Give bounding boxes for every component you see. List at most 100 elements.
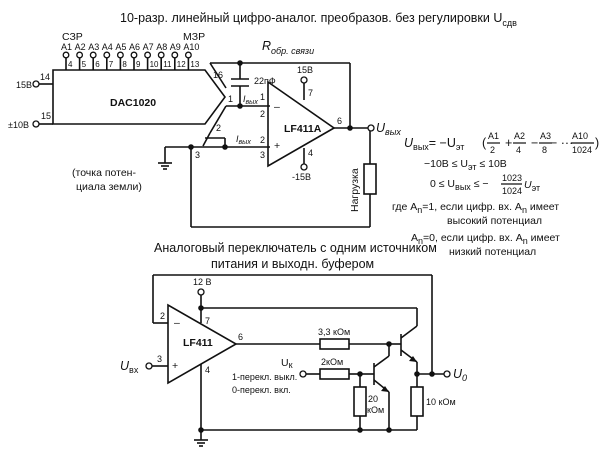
dac-chip: [52, 69, 226, 125]
ground-icon-2: [194, 439, 208, 447]
output-label-2: U0: [453, 367, 467, 383]
formula-ref-range: −10В ≤ Uэт ≤ 10В: [424, 158, 507, 172]
formula-denominator: 4: [516, 145, 521, 155]
dac-pin-number: 5: [82, 60, 87, 69]
vminus-label: -15В: [292, 172, 311, 182]
dac-pin-number: 11: [163, 60, 172, 69]
svg-text:1: 1: [260, 92, 265, 102]
svg-text:3: 3: [157, 354, 162, 364]
ground-icon: [158, 162, 172, 170]
output-label: Uвых: [376, 121, 401, 137]
formula-numerator: A3: [540, 131, 551, 141]
dac-input-label: A1: [61, 42, 72, 52]
supply-12v-label: 12 В: [193, 277, 212, 287]
svg-text:7: 7: [205, 316, 210, 326]
dac-input-terminal: [157, 51, 165, 59]
dac-pin-number: 10: [150, 60, 159, 69]
dac-pin-number: 9: [136, 60, 141, 69]
formula-note-low-1: An=0, если цифр. вх. An имеет: [411, 232, 560, 246]
dac-input-terminal: [171, 51, 179, 59]
svg-text:6: 6: [238, 332, 243, 342]
svg-text:16: 16: [213, 70, 223, 80]
dac-input-terminal: [89, 51, 97, 59]
supply-pin: 14: [40, 72, 50, 82]
dac-input-terminal: [116, 51, 124, 59]
dac-input-label: A9: [170, 42, 181, 52]
svg-text:2: 2: [216, 123, 221, 133]
svg-text:1: 1: [228, 94, 233, 104]
svg-text:1023: 1023: [502, 173, 522, 183]
dac-input-label: A6: [129, 42, 140, 52]
svg-text:2: 2: [260, 135, 265, 145]
resistor-2k-label: 2кОм: [321, 357, 343, 367]
formula-note-high-1: где An=1, если цифр. вх. An имеет: [392, 201, 559, 215]
svg-text:7: 7: [308, 88, 313, 98]
output-terminal: [367, 124, 375, 132]
supply-12v-terminal: [197, 288, 205, 296]
dac-title: 10-разр. линейный цифро-аналог. преобраз…: [120, 11, 517, 28]
formula-note-low-2: низкий потенциал: [449, 246, 536, 258]
dac-input-label: A10: [183, 42, 199, 52]
dac-input-label: A2: [75, 42, 86, 52]
control-terminal: [299, 370, 307, 378]
svg-text:2: 2: [260, 109, 265, 119]
opamp-plus: +: [274, 140, 280, 152]
dac-pin-number: 4: [68, 60, 73, 69]
resistor-2k: [319, 368, 350, 380]
ref-pin: 15: [41, 111, 51, 121]
svg-text:3: 3: [260, 150, 265, 160]
svg-text:–: –: [174, 317, 180, 329]
output-terminal-2: [443, 370, 451, 378]
svg-text:6: 6: [337, 116, 342, 126]
control-label: Uк: [281, 357, 293, 370]
resistor-10k-label: 10 кОм: [426, 397, 456, 407]
svg-text:3: 3: [195, 150, 200, 160]
dac-pin-number: 6: [95, 60, 100, 69]
dac-input-terminal: [144, 51, 152, 59]
iout-label-2: Iвых: [236, 134, 251, 146]
formula-output-range: 0 ≤ Uвых ≤ − 1023 1024 Uэт: [430, 173, 540, 196]
dac-input-label: A5: [115, 42, 126, 52]
ref-terminal: [32, 120, 40, 128]
opamp-lf411: [167, 303, 238, 385]
dac-input-label: A4: [102, 42, 113, 52]
control-note-2: 0-перекл. вкл.: [232, 385, 291, 395]
svg-text:Uвых= −Uэт: Uвых= −Uэт: [404, 136, 464, 152]
iout-label-1: Iвых: [243, 94, 258, 106]
formula-operator: − ···: [550, 136, 573, 150]
formula-denominator: 1024: [572, 145, 592, 155]
formula-operator: (: [482, 136, 487, 150]
switch-title-2: питания и выходн. буфером: [211, 257, 374, 271]
resistor-20k: [353, 386, 367, 417]
load-resistor: [363, 163, 377, 195]
formula-operator: −: [531, 136, 538, 150]
svg-text:2: 2: [160, 311, 165, 321]
formula-numerator: A1: [488, 131, 499, 141]
resistor-10k: [410, 386, 424, 417]
opamp-label: LF411A: [284, 123, 322, 135]
dac-input-terminal: [76, 51, 84, 59]
dac-pin-number: 7: [109, 60, 114, 69]
svg-text:Uэт: Uэт: [524, 179, 540, 193]
formula-numerator: A10: [572, 131, 588, 141]
formula-close-paren: ): [595, 136, 599, 150]
supply-label: 15В: [16, 80, 32, 90]
dac-pin-number: 13: [190, 60, 199, 69]
formula-note-high-2: высокий потенциал: [447, 215, 542, 227]
dac-input-terminal: [130, 51, 138, 59]
input-label: Uвх: [120, 359, 139, 375]
opamp2-label: LF411: [183, 337, 213, 349]
supply-terminal: [32, 80, 40, 88]
capacitor-label: 22пФ: [254, 76, 276, 86]
ref-label: ±10В: [8, 120, 29, 130]
feedback-label: Rобр. связи: [262, 39, 314, 56]
switch-title-1: Аналоговый переключатель с одним источни…: [154, 241, 437, 255]
formula-numerator: A2: [514, 131, 525, 141]
dac-input-label: A8: [156, 42, 167, 52]
resistor-3k3: [319, 338, 350, 350]
lsb-label: СЗР: [62, 31, 83, 43]
dac-input-terminal: [184, 51, 192, 59]
